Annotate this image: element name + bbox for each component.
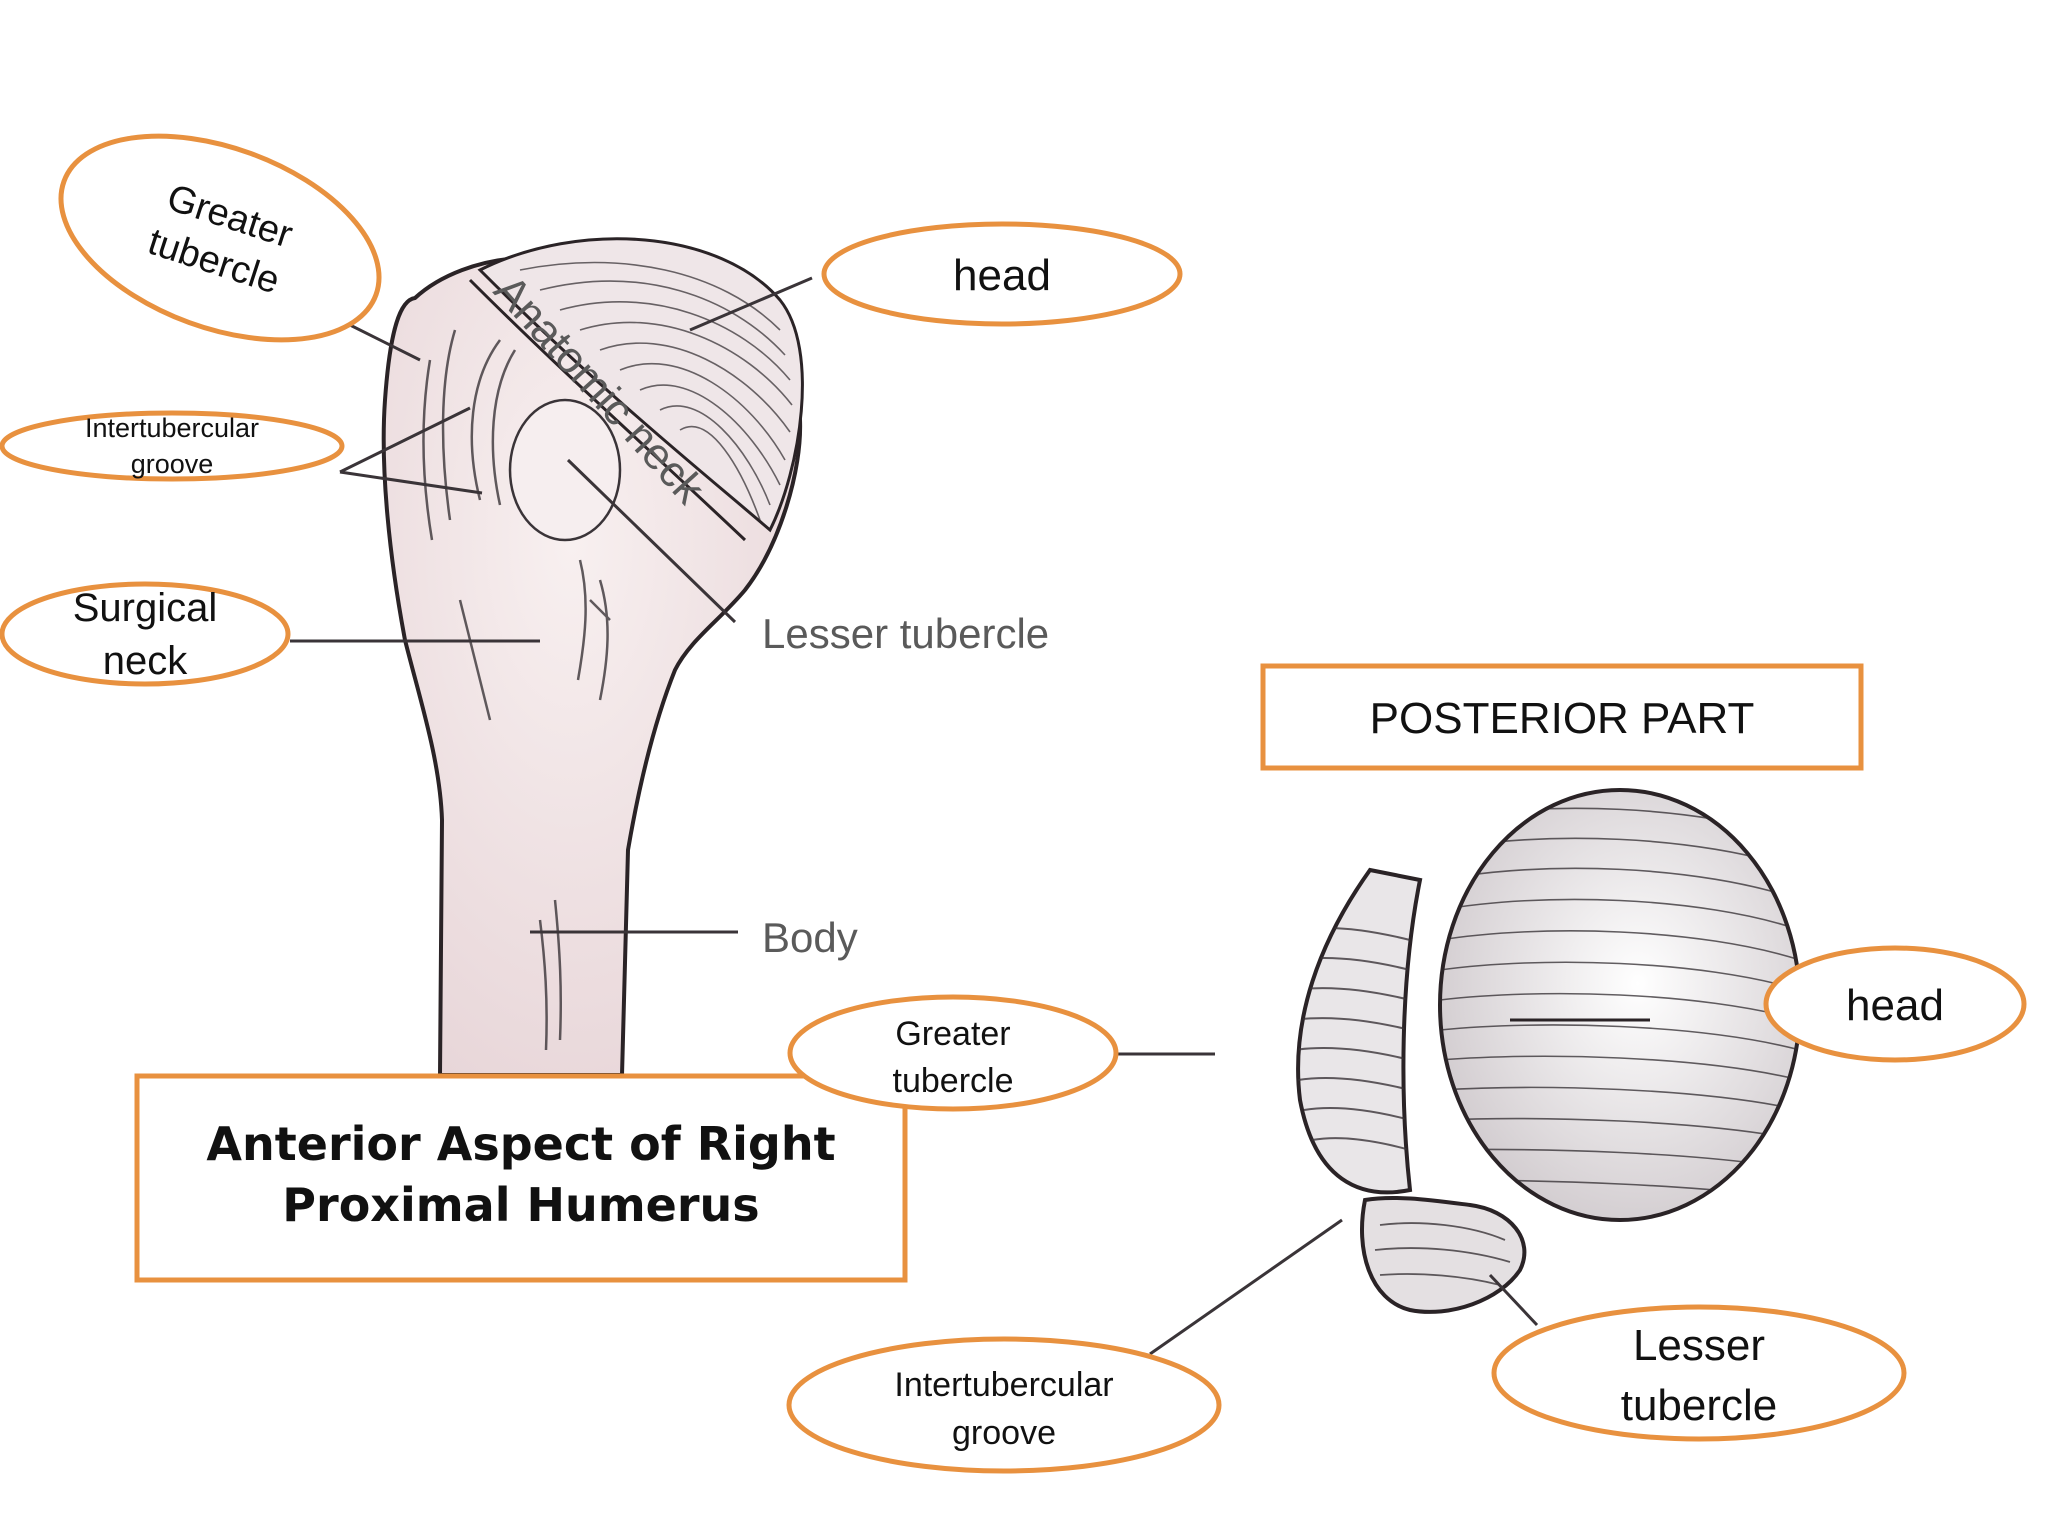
greater-tubercle-line2-posterior: tubercle bbox=[893, 1062, 1014, 1100]
surgical-neck-line1: Surgical bbox=[73, 586, 218, 630]
callout-intertubercular-posterior: Intertubercular groove bbox=[786, 1336, 1222, 1474]
intertubercular-line2-anterior: groove bbox=[131, 449, 214, 479]
posterior-lesser-tubercle-shape bbox=[1360, 1195, 1527, 1314]
callout-surgical-neck: Surgical neck bbox=[0, 581, 291, 687]
callout-greater-tubercle-anterior: Greater tubercle bbox=[58, 133, 382, 343]
callout-lesser-tubercle-posterior: Lesser tubercle bbox=[1491, 1304, 1907, 1442]
posterior-greater-tubercle-shape bbox=[1296, 867, 1423, 1195]
lesser-tubercle-shape bbox=[508, 398, 622, 542]
posterior-title-box: POSTERIOR PART bbox=[1260, 663, 1864, 771]
lesser-tubercle-leader bbox=[566, 458, 737, 624]
anterior-title-line1: Anterior Aspect of Right bbox=[206, 1117, 835, 1171]
lesser-tubercle-line1-posterior: Lesser bbox=[1633, 1321, 1765, 1370]
anterior-title-box: Anterior Aspect of Right Proximal Humeru… bbox=[134, 1073, 908, 1283]
surgical-neck-line2: neck bbox=[103, 639, 188, 683]
callout-head-anterior: head bbox=[821, 221, 1183, 327]
anterior-humerus-illustration: Anatomic neck Lesser tubercle Body bbox=[381, 237, 1049, 1077]
anterior-title-line2: Proximal Humerus bbox=[282, 1178, 759, 1232]
posterior-title: POSTERIOR PART bbox=[1370, 694, 1755, 743]
intertubercular-line1-anterior: Intertubercular bbox=[85, 413, 259, 443]
head-label-posterior: head bbox=[1846, 981, 1944, 1030]
anterior-head-shape bbox=[477, 237, 804, 533]
anatomic-neck-line bbox=[468, 278, 747, 542]
intertubercular-line2-posterior: groove bbox=[952, 1414, 1056, 1452]
anterior-leaders bbox=[290, 276, 813, 643]
head-label-anterior: head bbox=[953, 251, 1051, 300]
posterior-humerus-illustration bbox=[1296, 788, 1802, 1314]
lesser-tubercle-line2-posterior: tubercle bbox=[1621, 1381, 1778, 1430]
lesser-tubercle-print-label: Lesser tubercle bbox=[762, 610, 1049, 657]
body-print-label: Body bbox=[762, 914, 858, 961]
posterior-leaders bbox=[1114, 1052, 1539, 1356]
callout-intertubercular-anterior: Intertubercular groove bbox=[0, 410, 345, 482]
callout-greater-tubercle-posterior: Greater tubercle bbox=[787, 994, 1119, 1112]
greater-tubercle-line1-posterior: Greater bbox=[895, 1015, 1010, 1053]
intertubercular-line1-posterior: Intertubercular bbox=[894, 1366, 1113, 1404]
callout-head-posterior: head bbox=[1763, 945, 2027, 1063]
